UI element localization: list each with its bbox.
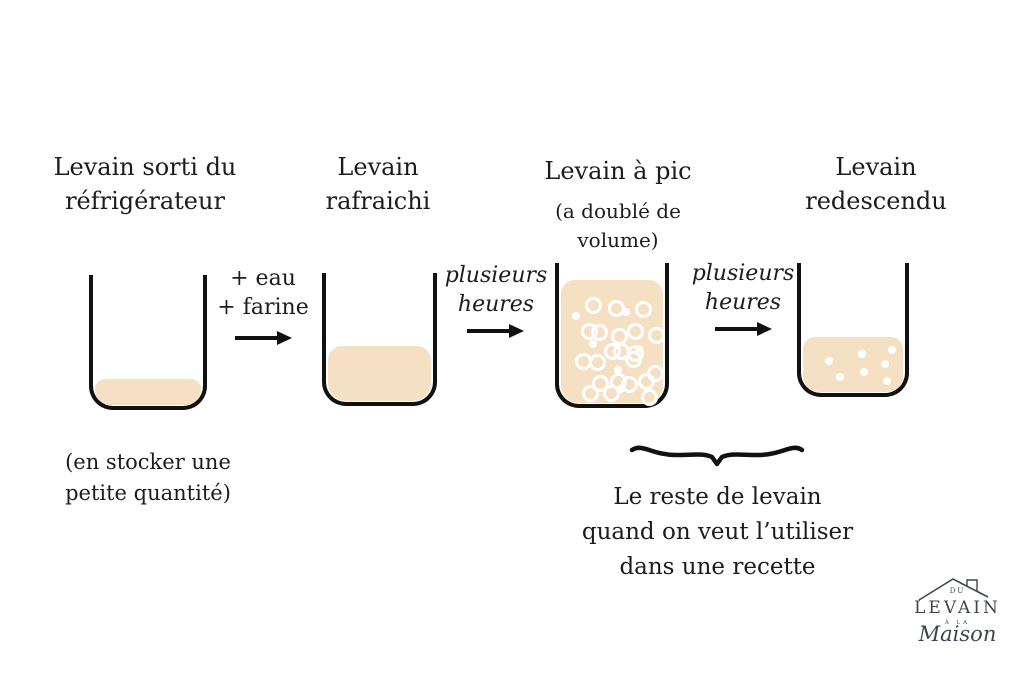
title-line: Levain [835, 153, 917, 181]
bubble-ring [637, 373, 655, 391]
logo-du-text: DU [949, 587, 966, 595]
bubble-dot [572, 311, 581, 320]
bubble-ring [602, 384, 620, 402]
logo-maison-text: Maison [918, 622, 997, 646]
caption-line: petite quantité) [65, 481, 231, 505]
bubble-dot [614, 366, 623, 375]
jar-peak [555, 263, 669, 408]
title-line: rafraichi [325, 187, 431, 215]
bubble-dot [635, 345, 644, 354]
title-line: redescendu [805, 187, 947, 215]
bubble-dot [860, 368, 868, 377]
bubble-ring [621, 375, 639, 393]
brace-caption-line: dans une recette [619, 554, 816, 580]
arrow-label-plusieurs-heures-2: plusieurs heures [688, 259, 798, 317]
caption-line: (en stocker une [65, 450, 231, 474]
arrow-label-line: plusieurs [691, 261, 795, 286]
bubble-ring [585, 297, 603, 315]
bubble-ring [635, 300, 653, 318]
title-line: réfrigérateur [65, 187, 225, 215]
jar-fallen [797, 263, 909, 397]
dough-fridge [95, 379, 201, 405]
brace-caption: Le reste de levain quand on veut l’utili… [540, 480, 895, 585]
bubble-ring [590, 324, 608, 342]
logo-ala-text: À LA [944, 620, 971, 626]
arrow-label-line: heures [704, 290, 782, 315]
subtitle-line: volume) [577, 228, 659, 252]
bubble-ring [591, 374, 609, 392]
bubble-dot [858, 350, 866, 359]
bubble-dot [881, 359, 889, 368]
brand-logo: DU LEVAIN À LA Maison [905, 572, 1010, 674]
bubble-dot [883, 376, 891, 385]
dough-fallen [803, 337, 903, 392]
bubble-dot [622, 308, 631, 317]
logo-levain-text: LEVAIN [914, 598, 1001, 618]
bubble-ring [625, 351, 643, 369]
arrow-label-plusieurs-heures-1: plusieurs heures [441, 261, 551, 319]
right-arrow-icon [235, 331, 292, 345]
arrow-label-line: heures [457, 292, 535, 317]
arrow-label-line: + farine [217, 295, 309, 320]
arrow-label-line: + eau [230, 266, 296, 291]
stage-title-refreshed: Levain rafraichi [258, 150, 498, 218]
stage-title-peak: Levain à pic [498, 154, 738, 188]
bubble-ring [640, 389, 658, 407]
right-arrow-icon [467, 324, 524, 338]
arrow-label-line: plusieurs [444, 263, 548, 288]
stage-title-fridge: Levain sorti du réfrigérateur [25, 150, 265, 218]
jar-refreshed [322, 273, 437, 406]
bubble-ring [627, 323, 645, 341]
bubble-dot [588, 340, 597, 349]
right-arrow-icon [715, 322, 772, 336]
subtitle-line: (a doublé de [555, 199, 681, 223]
stage-subtitle-peak: (a doublé de volume) [498, 197, 738, 255]
house-roof-icon [918, 578, 989, 601]
bubble-ring [582, 384, 600, 402]
bubble-dot [825, 356, 833, 365]
curly-brace-icon [629, 445, 805, 467]
title-line: Levain sorti du [53, 153, 237, 181]
arrow-label-eau-farine: + eau + farine [208, 264, 318, 322]
stage-title-fallen: Levain redescendu [756, 150, 996, 218]
jar-fridge [89, 275, 207, 410]
bubble-ring [646, 364, 664, 382]
title-line: Levain à pic [544, 157, 692, 185]
brace-caption-line: quand on veut l’utiliser [581, 519, 854, 545]
bubble-ring [588, 353, 606, 371]
bubble-dot [836, 373, 844, 382]
bubble-ring [647, 326, 665, 344]
brace-caption-line: Le reste de levain [613, 484, 822, 510]
title-line: Levain [337, 153, 419, 181]
dough-peak [561, 280, 665, 407]
bubble-dot [888, 345, 896, 354]
bubble-ring [607, 299, 625, 317]
dough-refreshed [328, 346, 431, 401]
bubble-dot [617, 384, 626, 393]
fridge-caption: (en stocker une petite quantité) [28, 447, 268, 509]
